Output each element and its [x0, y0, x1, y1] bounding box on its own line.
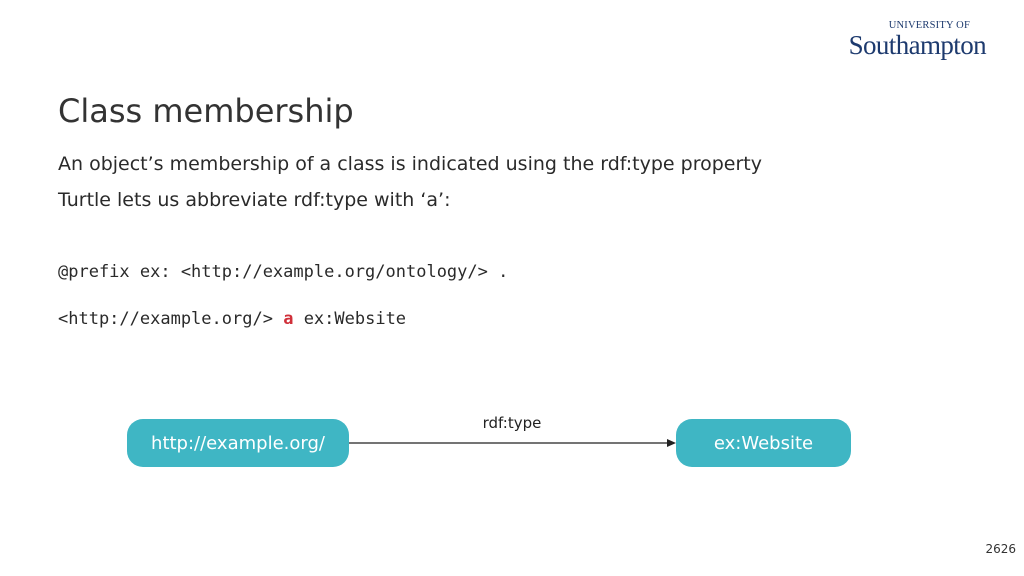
- university-logo: UNIVERSITY OF Southampton: [831, 20, 987, 60]
- code-line-triple: <http://example.org/> a ex:Website: [58, 309, 406, 329]
- code-line-prefix: @prefix ex: <http://example.org/ontology…: [58, 262, 509, 282]
- code-object: ex:Website: [303, 309, 407, 329]
- body-line-1: An object’s membership of a class is ind…: [58, 153, 762, 175]
- body-line-2: Turtle lets us abbreviate rdf:type with …: [58, 189, 451, 211]
- logo-top-text: UNIVERSITY OF: [888, 20, 970, 31]
- diagram-edge-arrow: [349, 439, 676, 447]
- slide-title: Class membership: [58, 92, 354, 130]
- code-subject: <http://example.org/>: [58, 309, 273, 329]
- subject-node-label: http://example.org/: [151, 432, 325, 454]
- code-keyword-a: a: [283, 309, 294, 329]
- diagram-edge-label: rdf:type: [482, 414, 542, 432]
- logo-main-text: Southampton: [848, 30, 987, 60]
- diagram-object-node: ex:Website: [676, 419, 851, 467]
- diagram-subject-node: http://example.org/: [127, 419, 349, 467]
- page-number: 2626: [985, 542, 1016, 556]
- object-node-label: ex:Website: [713, 432, 814, 454]
